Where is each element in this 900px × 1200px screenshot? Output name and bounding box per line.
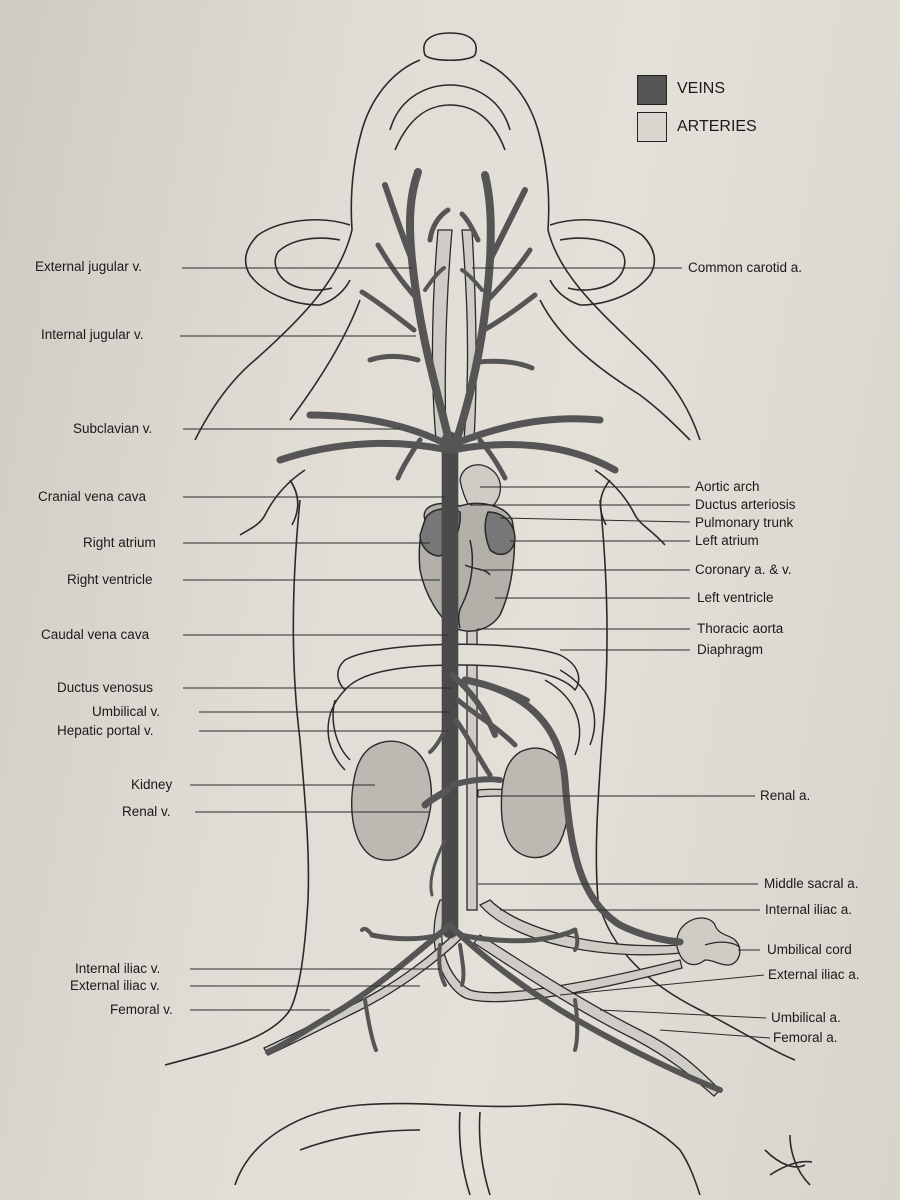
label-external-jugular-v: External jugular v. <box>35 259 143 274</box>
label-umbilical-a: Umbilical a. <box>771 1010 841 1025</box>
leader-lines <box>180 267 771 1039</box>
label-middle-sacral-a: Middle sacral a. <box>764 876 859 891</box>
label-left-atrium: Left atrium <box>695 533 759 548</box>
label-cranial-vena-cava: Cranial vena cava <box>38 489 147 504</box>
label-femoral-a: Femoral a. <box>773 1030 838 1045</box>
label-ductus-arteriosis: Ductus arteriosis <box>695 497 796 512</box>
label-thoracic-aorta: Thoracic aorta <box>697 621 784 636</box>
label-right-atrium: Right atrium <box>83 535 156 550</box>
label-right-ventricle: Right ventricle <box>67 572 153 587</box>
diaphragm <box>327 643 596 771</box>
legend-veins-swatch <box>637 75 667 105</box>
legend-veins-label: VEINS <box>677 80 726 97</box>
label-umbilical-cord: Umbilical cord <box>767 942 852 957</box>
heart <box>418 502 516 632</box>
label-internal-jugular-v: Internal jugular v. <box>41 327 144 342</box>
legend-arteries-swatch <box>637 112 667 142</box>
label-external-iliac-v: External iliac v. <box>70 978 160 993</box>
label-renal-v: Renal v. <box>122 804 171 819</box>
kidneys <box>351 740 570 861</box>
label-pulmonary-trunk: Pulmonary trunk <box>695 515 794 530</box>
body-outline <box>164 32 813 1196</box>
label-diaphragm: Diaphragm <box>697 642 764 657</box>
label-renal-a: Renal a. <box>760 788 811 803</box>
arteries <box>263 229 741 1097</box>
label-coronary-a-v: Coronary a. & v. <box>695 562 792 577</box>
label-femoral-v: Femoral v. <box>110 1002 173 1017</box>
label-ductus-venosus: Ductus venosus <box>57 680 154 695</box>
label-umbilical-v: Umbilical v. <box>92 704 161 719</box>
veins <box>265 168 723 1093</box>
label-internal-iliac-v: Internal iliac v. <box>75 961 161 976</box>
label-hepatic-portal-v: Hepatic portal v. <box>57 723 154 738</box>
label-external-iliac-a: External iliac a. <box>768 967 860 982</box>
label-caudal-vena-cava: Caudal vena cava <box>41 627 150 642</box>
label-aortic-arch: Aortic arch <box>695 479 760 494</box>
label-left-ventricle: Left ventricle <box>697 590 774 605</box>
label-kidney: Kidney <box>131 777 173 792</box>
legend-arteries-label: ARTERIES <box>677 118 757 135</box>
label-common-carotid-a: Common carotid a. <box>688 260 803 275</box>
label-subclavian-v: Subclavian v. <box>73 421 153 436</box>
label-internal-iliac-a: Internal iliac a. <box>765 902 853 917</box>
